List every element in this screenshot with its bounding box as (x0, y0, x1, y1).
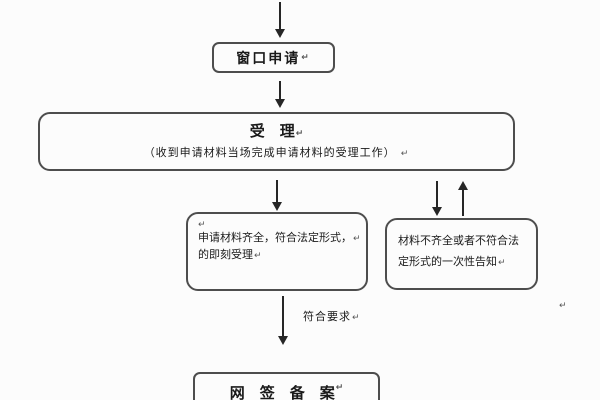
materials-complete-line2-text: 的即刻受理 (198, 249, 253, 261)
return-mark-icon: ↵ (353, 233, 361, 243)
edge-label-meets-requirements: 符合要求↵ (303, 308, 361, 324)
materials-incomplete-line2-text: 定形式的一次性告知 (398, 256, 497, 268)
materials-incomplete-line2: 定形式的一次性告知↵ (398, 252, 525, 273)
node-window-application: 窗口申请↵ (212, 42, 335, 73)
node-materials-complete: ↵ 申请材料齐全，符合法定形式，↵ 的即刻受理↵ (186, 212, 368, 291)
node-materials-incomplete: 材料不齐全或者不符合法 定形式的一次性告知↵ (385, 218, 538, 290)
arrow-acceptance-to-materials-incomplete (431, 181, 443, 216)
arrow-head-down-icon (275, 99, 285, 108)
arrow-acceptance-to-materials-complete (271, 180, 283, 211)
arrow-shaft (282, 296, 284, 338)
return-mark-icon: ↵ (254, 250, 262, 260)
materials-complete-line2: 的即刻受理↵ (198, 247, 356, 264)
materials-incomplete-line1: 材料不齐全或者不符合法 (398, 231, 525, 252)
window-application-label: 窗口申请 (236, 49, 301, 66)
materials-complete-line1: 申请材料齐全，符合法定形式，↵ (198, 230, 361, 247)
return-mark-icon: ↵ (198, 219, 206, 229)
arrow-shaft (462, 188, 464, 216)
arrow-materials-complete-to-online-signing (277, 296, 289, 345)
return-mark-icon: ↵ (301, 52, 311, 62)
arrow-start-to-window-application (274, 2, 286, 38)
acceptance-subtitle-text: （收到申请材料当场完成申请材料的受理工作） (143, 147, 396, 159)
acceptance-title-text: 受 理 (249, 123, 295, 140)
arrow-shaft (279, 81, 281, 101)
acceptance-subtitle: （收到申请材料当场完成申请材料的受理工作） ↵ (40, 144, 513, 160)
materials-incomplete-line1-text: 材料不齐全或者不符合法 (398, 235, 519, 247)
return-mark-icon: ↵ (400, 148, 410, 158)
return-mark-icon: ↵ (335, 382, 344, 392)
arrow-shaft (276, 180, 278, 204)
arrow-head-down-icon (275, 29, 285, 38)
node-acceptance: 受 理↵ （收到申请材料当场完成申请材料的受理工作） ↵ (38, 112, 515, 171)
online-signing-record-label: 网 签 备 案 (229, 385, 335, 400)
arrow-head-down-icon (278, 336, 288, 345)
stray-return-mark-icon: ↵ (559, 300, 567, 310)
arrow-materials-incomplete-to-acceptance (457, 181, 469, 216)
acceptance-title: 受 理↵ (40, 120, 513, 141)
arrow-head-up-icon (458, 181, 468, 190)
return-mark-icon: ↵ (295, 128, 304, 138)
arrow-shaft (436, 181, 438, 209)
meets-requirements-text: 符合要求 (303, 311, 351, 323)
return-mark-icon: ↵ (352, 312, 361, 322)
arrow-head-down-icon (432, 207, 442, 216)
arrow-head-down-icon (272, 202, 282, 211)
arrow-window-application-to-acceptance (274, 81, 286, 108)
return-mark-icon: ↵ (498, 257, 506, 267)
materials-complete-line1-text: 申请材料齐全，符合法定形式， (198, 232, 352, 244)
arrow-shaft (279, 2, 281, 31)
node-online-signing-record: 网 签 备 案↵ (193, 372, 380, 400)
